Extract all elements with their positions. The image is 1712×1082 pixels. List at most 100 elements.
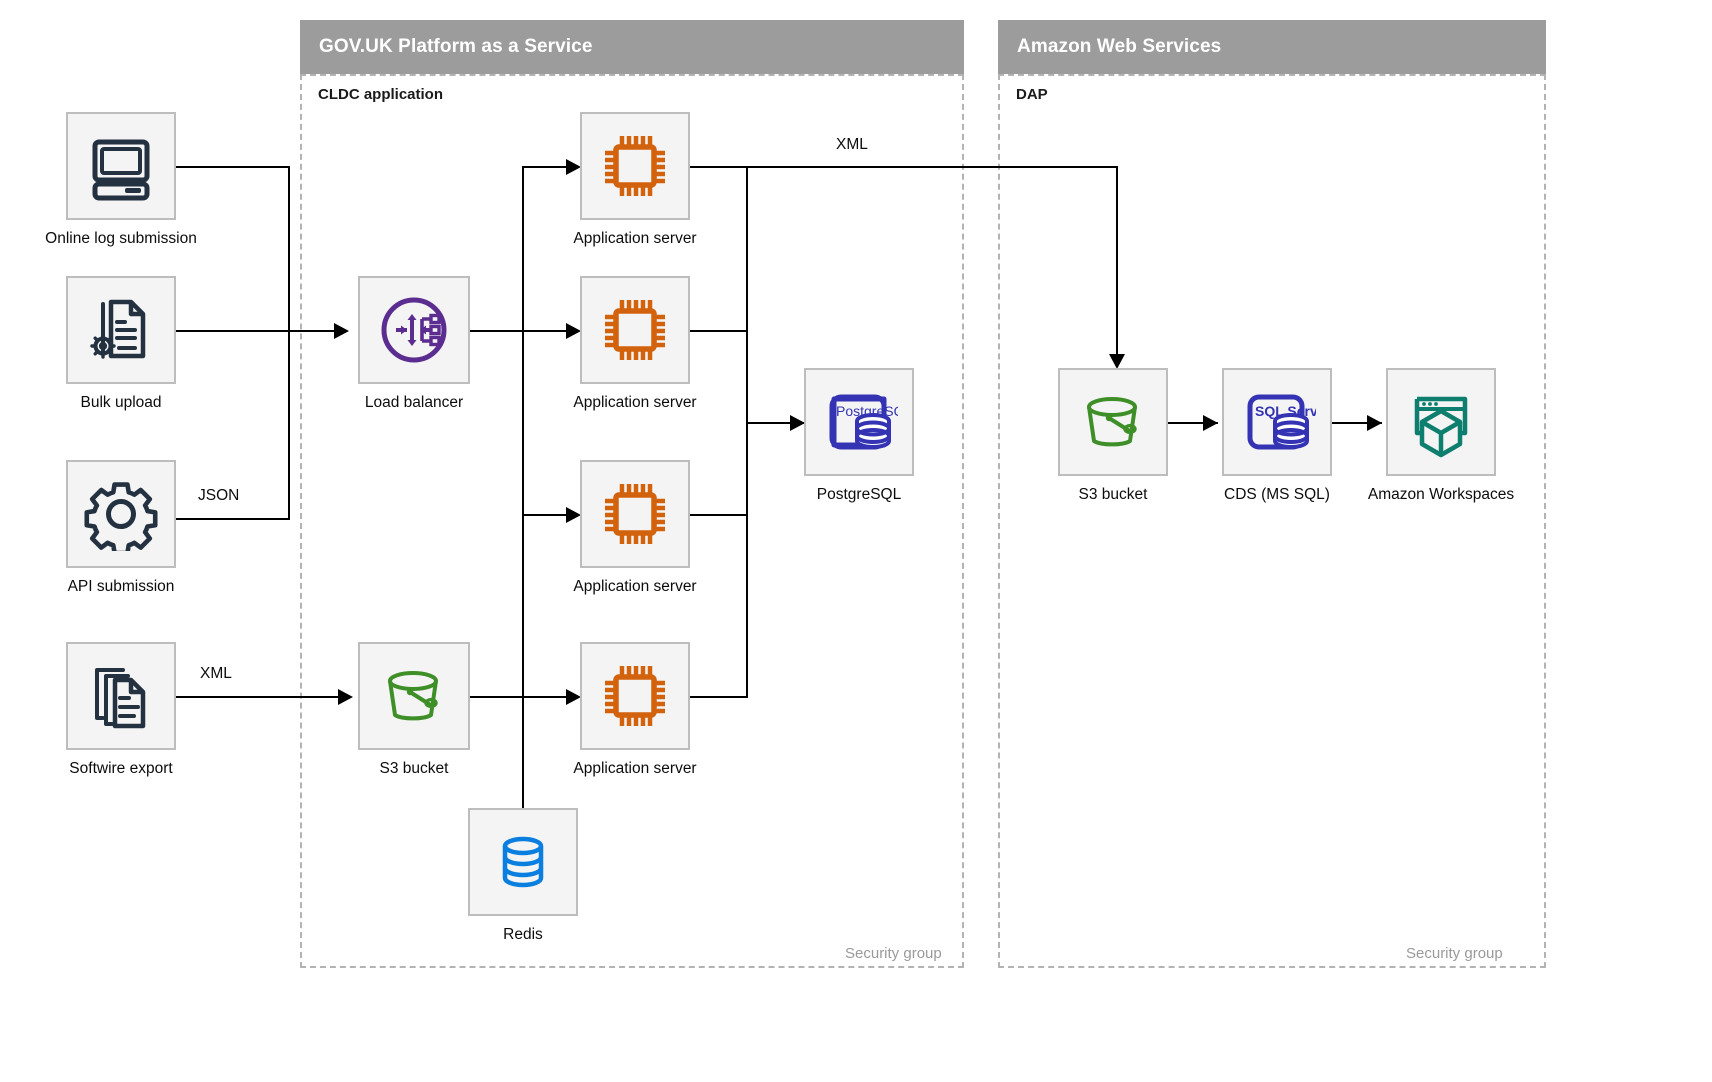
edge-bulk-upload-h	[176, 330, 344, 332]
amazon-workspaces-tile	[1386, 368, 1496, 476]
cpu-chip-icon	[605, 666, 665, 726]
gear-tile	[66, 460, 176, 568]
gear-icon	[84, 482, 158, 551]
arrow-into-s3-aws	[1109, 354, 1125, 369]
group-label-dap: DAP	[1016, 86, 1048, 103]
edge-softwire-h	[176, 696, 346, 698]
zone-header-paas: GOV.UK Platform as a Service	[300, 20, 964, 74]
edge-collector-to-postgres	[746, 422, 804, 424]
node-label: S3 bucket	[1078, 486, 1148, 503]
postgresql-tile: PostgreSQL	[804, 368, 914, 476]
node-label: CDS (MS SQL)	[1224, 486, 1330, 503]
amazon-workspaces-icon	[1414, 396, 1468, 458]
edge-xml-to-aws-v	[1116, 166, 1118, 358]
edge-app4-out	[690, 696, 748, 698]
node-label: Application server	[573, 394, 697, 411]
node-application-server-3[interactable]: Application server	[573, 460, 697, 620]
cpu-chip-tile	[580, 276, 690, 384]
node-application-server-2[interactable]: Application server	[573, 276, 697, 436]
node-load-balancer[interactable]: Load balancer	[358, 276, 470, 436]
node-label: API submission	[67, 578, 175, 595]
cpu-chip-tile	[580, 460, 690, 568]
arrow-into-load-balancer	[334, 323, 349, 339]
postgresql-icon: PostgreSQL	[829, 394, 898, 450]
stacked-documents-tile	[66, 642, 176, 750]
arrow-into-app-server-3	[566, 507, 581, 523]
edge-api-h	[176, 518, 290, 520]
edge-cds-to-workspaces	[1332, 422, 1382, 424]
desktop-computer-icon	[92, 139, 150, 201]
edge-label-json: JSON	[198, 487, 240, 504]
edge-xml-to-aws-h	[690, 166, 1118, 168]
node-application-server-1[interactable]: Application server	[573, 112, 697, 272]
cpu-chip-tile	[580, 112, 690, 220]
node-amazon-workspaces[interactable]: Amazon Workspaces	[1368, 368, 1514, 528]
load-balancer-icon	[381, 297, 447, 363]
arrow-into-app-server-4	[566, 689, 581, 705]
edge-label-xml-softwire: XML	[200, 665, 232, 682]
desktop-computer-tile	[66, 112, 176, 220]
load-balancer-tile	[358, 276, 470, 384]
edge-bus-to-app4	[522, 696, 576, 698]
cpu-chip-icon	[605, 300, 665, 360]
edge-s3-to-cds	[1168, 422, 1218, 424]
cpu-chip-icon	[605, 136, 665, 196]
node-cds-ms-sql[interactable]: SQL Server CDS (MS SQL)	[1222, 368, 1332, 528]
arrow-into-postgresql	[790, 415, 805, 431]
node-redis[interactable]: Redis	[468, 808, 578, 968]
stacked-documents-icon	[95, 668, 146, 729]
arrow-into-s3-paas	[338, 689, 353, 705]
s3-bucket-icon	[388, 671, 438, 721]
node-online-log-submission[interactable]: Online log submission	[45, 112, 197, 272]
node-api-submission[interactable]: API submission	[66, 460, 176, 620]
node-label: Softwire export	[69, 760, 173, 777]
security-group-label-aws: Security group	[1406, 945, 1503, 962]
arrow-into-cds	[1203, 415, 1218, 431]
sql-server-tile: SQL Server	[1222, 368, 1332, 476]
node-postgresql[interactable]: PostgreSQL PostgreSQL	[804, 368, 914, 528]
edge-bus-to-app1	[522, 166, 576, 168]
redis-database-icon	[502, 836, 544, 888]
arrow-into-app-server-2	[566, 323, 581, 339]
edge-lb-bus-v	[522, 166, 524, 806]
node-bulk-upload[interactable]: Bulk upload	[66, 276, 176, 436]
edge-online-log-h	[176, 166, 290, 168]
node-label: Application server	[573, 578, 697, 595]
group-label-cldc: CLDC application	[318, 86, 444, 103]
document-gear-icon	[90, 299, 146, 359]
redis-database-tile	[468, 808, 578, 916]
security-group-aws	[998, 74, 1546, 968]
edge-s3-to-bus	[470, 696, 526, 698]
s3-bucket-icon	[1087, 397, 1137, 447]
node-label: Load balancer	[364, 394, 464, 411]
edge-app2-out	[690, 330, 748, 332]
edge-collector-bus	[746, 166, 748, 698]
node-application-server-4[interactable]: Application server	[573, 642, 697, 802]
s3-bucket-tile	[1058, 368, 1168, 476]
sql-server-icon: SQL Server	[1247, 394, 1316, 450]
node-softwire-export[interactable]: Softwire export	[66, 642, 176, 802]
node-label: Online log submission	[45, 230, 197, 247]
edge-label-xml-aws: XML	[836, 136, 868, 153]
edge-bus-to-app3	[522, 514, 576, 516]
node-label: Redis	[503, 926, 543, 943]
security-group-paas	[300, 74, 964, 968]
cpu-chip-icon	[605, 484, 665, 544]
node-s3-bucket-aws[interactable]: S3 bucket	[1058, 368, 1168, 528]
edge-app3-out	[690, 514, 748, 516]
edge-bus-to-app2	[522, 330, 576, 332]
node-label: Application server	[573, 230, 697, 247]
edge-api-v	[288, 330, 290, 520]
node-s3-bucket-paas[interactable]: S3 bucket	[358, 642, 470, 802]
s3-bucket-tile	[358, 642, 470, 750]
zone-header-aws: Amazon Web Services	[998, 20, 1546, 74]
node-label: Bulk upload	[80, 394, 162, 411]
document-gear-tile	[66, 276, 176, 384]
node-label: S3 bucket	[379, 760, 449, 777]
cpu-chip-tile	[580, 642, 690, 750]
node-label: PostgreSQL	[816, 486, 902, 503]
edge-redis-up	[522, 696, 524, 814]
arrow-into-app-server-1	[566, 159, 581, 175]
edge-online-log-v	[288, 166, 290, 332]
